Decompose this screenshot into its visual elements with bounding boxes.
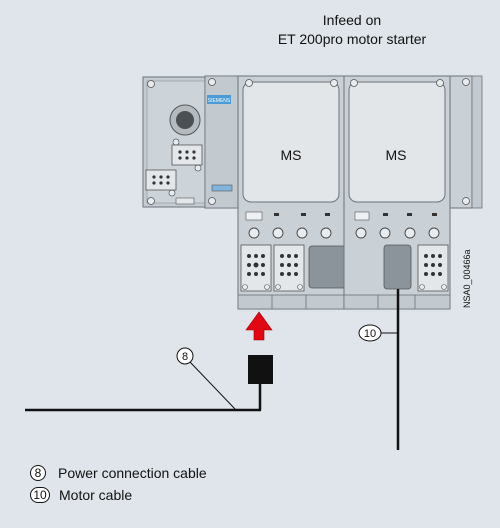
connector-block-upper [171, 138, 203, 172]
callout-8-label: 8 [182, 351, 188, 363]
loopthrough-connector [273, 244, 305, 292]
callout-8: 8 [176, 347, 194, 365]
motor-outlet-connector [383, 244, 412, 290]
infeed-arrow-icon [245, 311, 273, 341]
title-line-1: Infeed on [323, 12, 381, 28]
motor-cable [380, 289, 400, 450]
legend-number: 8 [30, 465, 46, 481]
legend-text: Power connection cable [58, 465, 207, 481]
legend-item-power: 8 Power connection cable [30, 465, 207, 481]
power-connection-cable [25, 355, 273, 412]
brand-label: SIEMENS [208, 98, 231, 104]
connector-block-lower [145, 169, 177, 197]
legend-number: 10 [30, 487, 50, 503]
power-infeed-connector [240, 244, 272, 292]
title-line-2: ET 200pro motor starter [278, 31, 427, 47]
legend-item-motor: 10 Motor cable [30, 487, 132, 503]
module-label-left: MS [281, 147, 302, 163]
output-connector [417, 244, 449, 292]
module-label-right: MS [386, 147, 407, 163]
motor-starter-right: MS [343, 75, 451, 310]
callout-10-label: 10 [364, 328, 376, 340]
round-connector-icon [169, 104, 201, 136]
brand-badge [207, 95, 231, 104]
figure-id: NSA0_00466a [462, 249, 472, 308]
legend-text: Motor cable [59, 487, 133, 503]
callout-10: 10 [358, 324, 382, 342]
